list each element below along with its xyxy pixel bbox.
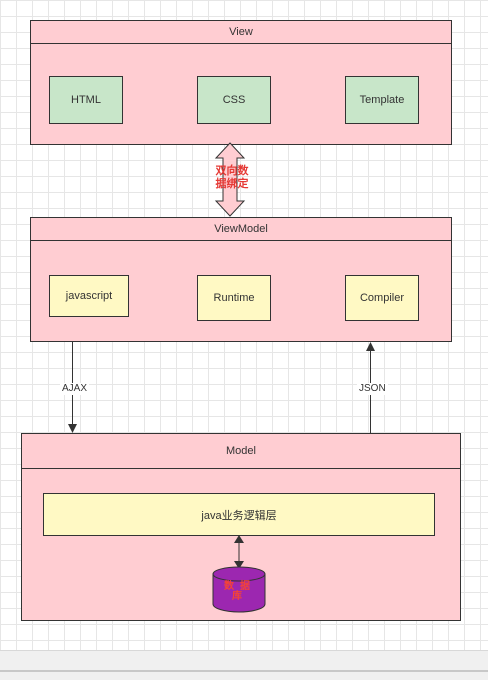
json-label: JSON	[357, 383, 388, 395]
model-title: Model	[22, 434, 460, 469]
javascript-box: javascript	[49, 275, 129, 317]
compiler-box: Compiler	[345, 275, 419, 321]
viewmodel-container: ViewModel javascript Runtime Compiler	[30, 217, 452, 342]
database-label: 数据库	[224, 581, 256, 602]
viewmodel-title: ViewModel	[31, 218, 451, 241]
html-box: HTML	[49, 76, 123, 124]
view-title: View	[31, 21, 451, 44]
binding-double-arrow	[214, 142, 246, 217]
binding-label: 双向数据绑定	[215, 165, 249, 190]
json-arrowhead	[366, 342, 375, 351]
css-box: CSS	[197, 76, 271, 124]
java-logic-layer-box: java业务逻辑层	[43, 493, 435, 536]
footer-bar	[0, 650, 488, 680]
template-box: Template	[345, 76, 419, 124]
footer-divider	[0, 670, 488, 672]
view-container: View HTML CSS Template	[30, 20, 452, 145]
ajax-arrowhead	[68, 424, 77, 433]
ajax-label: AJAX	[60, 383, 90, 395]
runtime-box: Runtime	[197, 275, 271, 321]
logic-database-double-arrow	[234, 535, 244, 569]
database-cylinder-icon	[212, 566, 266, 613]
